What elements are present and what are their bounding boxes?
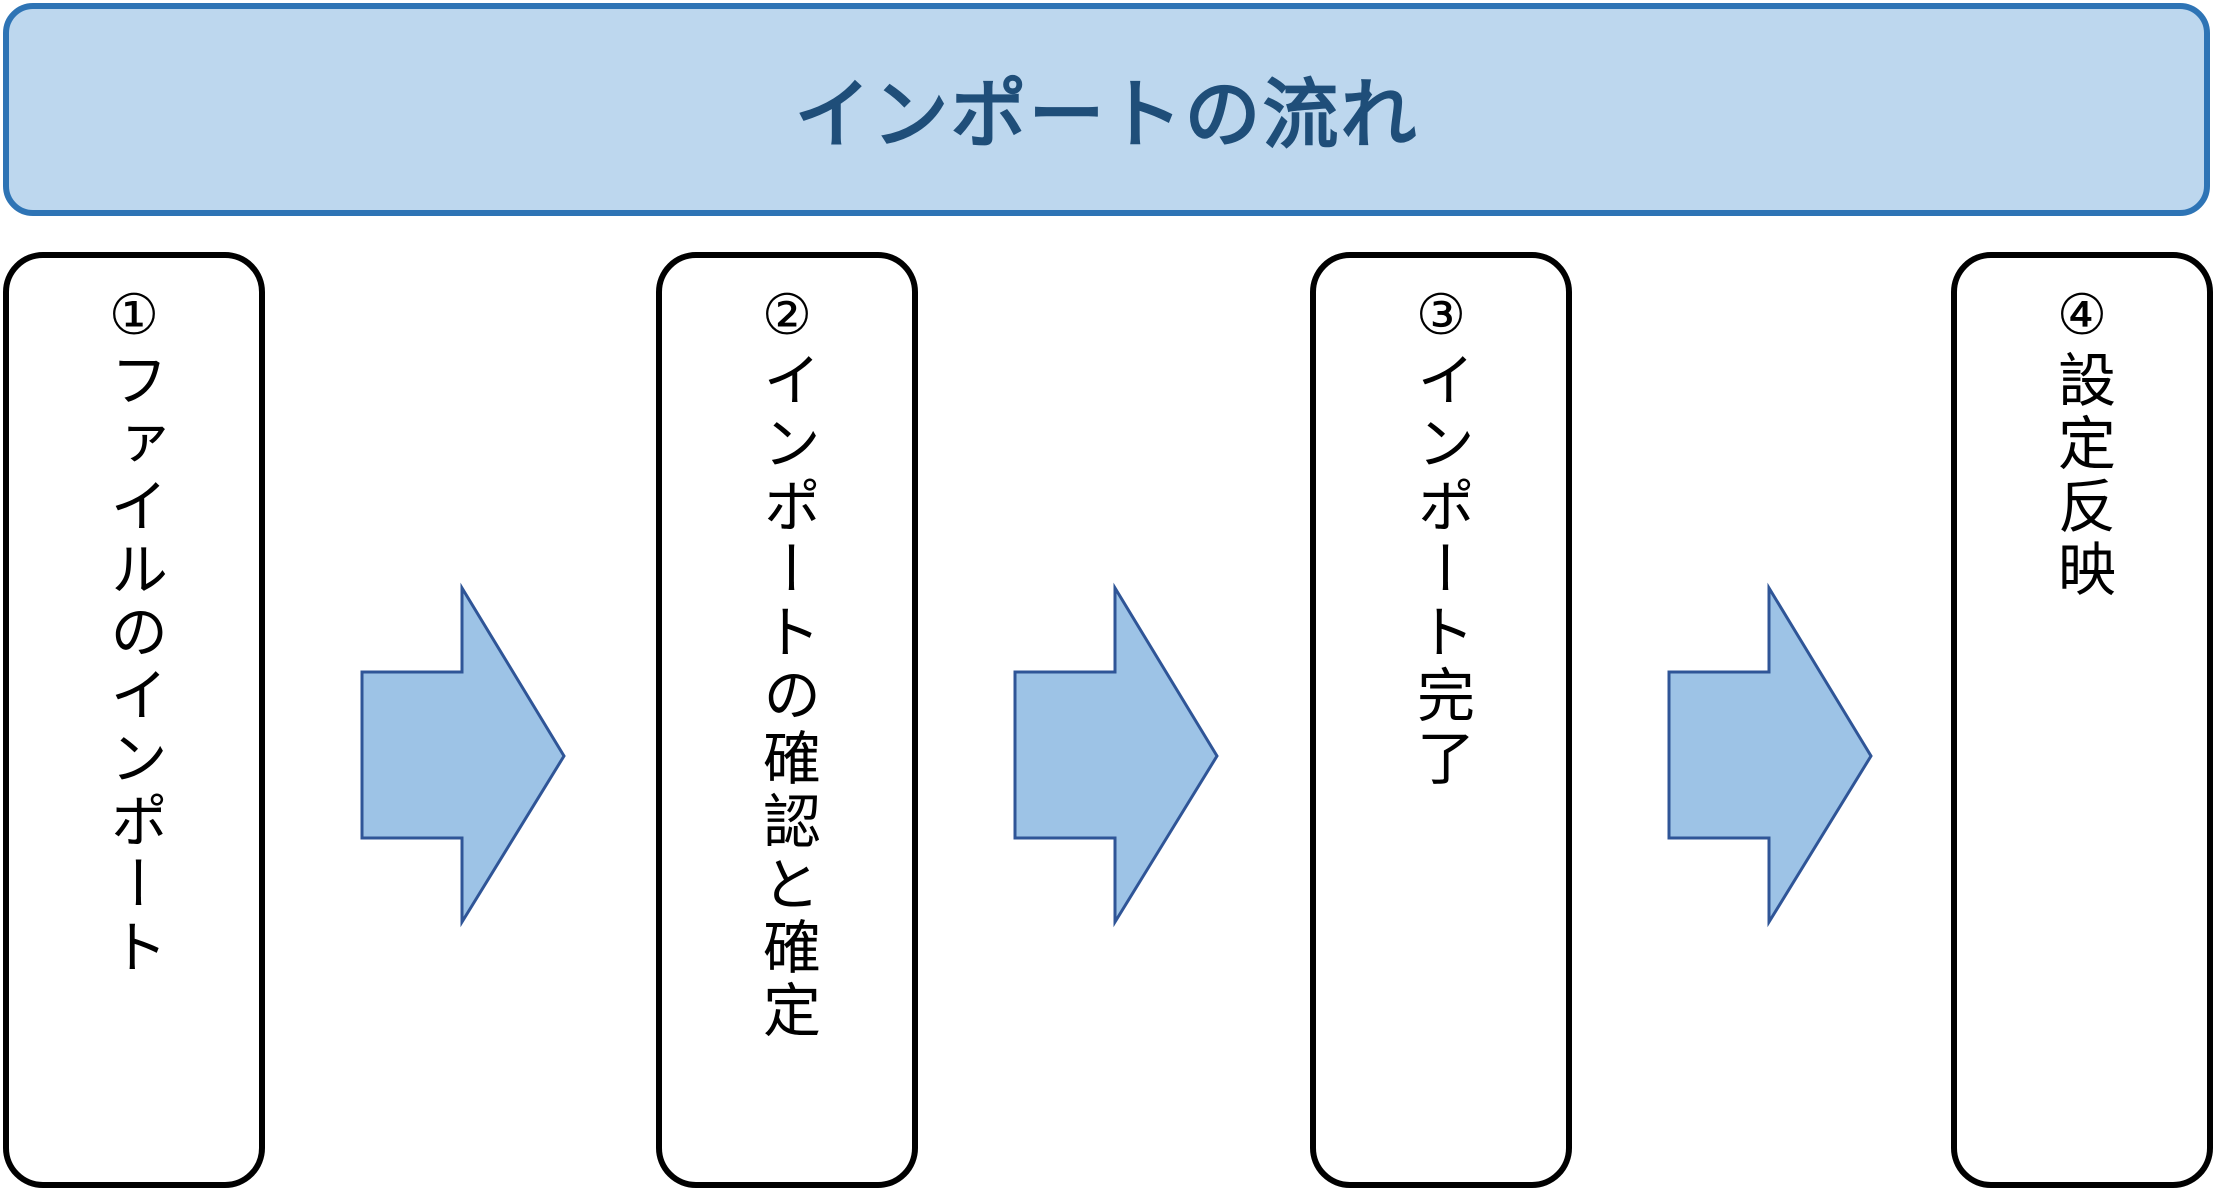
step-3-box: ③ インポート完了 (1310, 252, 1572, 1188)
step-1-number: ① (108, 283, 160, 348)
step-3-number: ③ (1415, 283, 1467, 348)
step-4-box: ④ 設定反映 (1951, 252, 2213, 1188)
arrow-2-to-3 (1013, 582, 1219, 928)
header-banner: インポートの流れ (3, 3, 2210, 216)
arrow-1-to-2 (360, 582, 566, 928)
step-2-number: ② (761, 283, 813, 348)
step-1-label: ファイルのインポート (100, 350, 168, 980)
diagram-title: インポートの流れ (794, 69, 1419, 159)
step-2-label: インポートの確認と確定 (753, 350, 821, 1043)
step-4-label: 設定反映 (2048, 350, 2116, 602)
step-2-box: ② インポートの確認と確定 (656, 252, 918, 1188)
step-3-label: インポート完了 (1407, 350, 1475, 791)
step-4-number: ④ (2056, 283, 2108, 348)
step-1-box: ① ファイルのインポート (3, 252, 265, 1188)
arrow-3-to-4 (1667, 582, 1873, 928)
